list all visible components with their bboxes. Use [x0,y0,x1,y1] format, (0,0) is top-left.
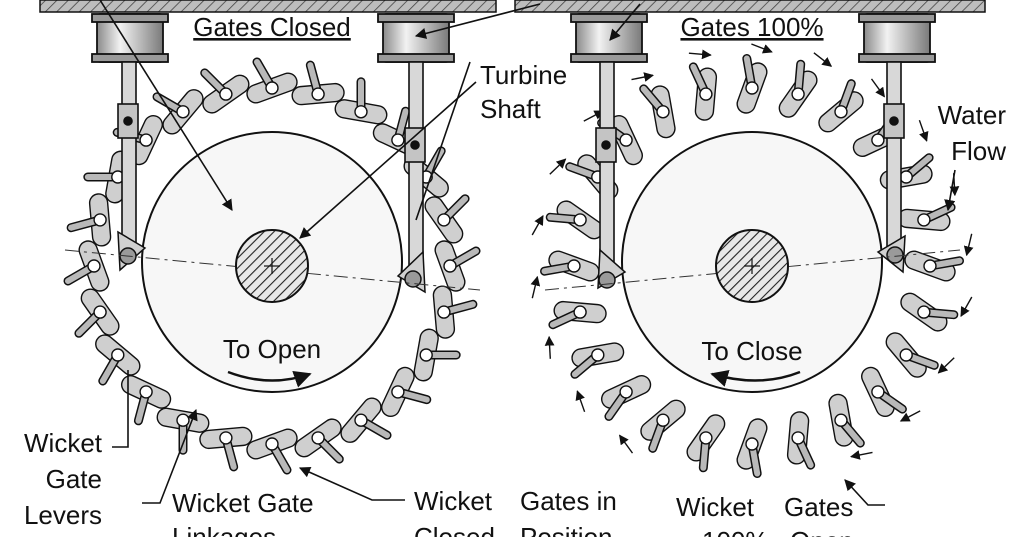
flow-arrow [751,43,773,54]
label-turbine: Turbine [480,60,567,90]
wicket-gate [381,366,432,418]
wicket-gate [434,240,481,292]
wicket-gate [246,428,298,475]
wicket-gate [199,426,253,472]
left-gate-ring [63,57,481,475]
turbine-shaft-left [235,229,309,303]
flow-arrow [544,335,555,359]
wicket-gate [861,366,907,418]
wicket-gate [63,240,110,292]
flow-arrow [937,357,955,374]
label-levers: Levers [24,500,102,530]
servomotor-cylinders [91,13,936,63]
title-gates-closed: Gates Closed [193,12,351,42]
flow-arrow [619,434,634,454]
wicket-gate [545,200,604,240]
label-gates-in: Gates in [520,486,617,516]
label-to-open: To Open [223,334,321,364]
wicket-gate [340,397,392,443]
label-flow: Flow [951,136,1006,166]
wicket-gate [200,68,250,114]
turbine-shaft-right [715,229,789,303]
flow-arrow [530,275,541,299]
wicket-gate [736,418,768,478]
label-linkages: Linkages [172,522,276,537]
flow-arrow [531,215,544,236]
label-open: Open [790,526,854,537]
wicket-gate [640,399,686,453]
wicket-gate [639,84,676,139]
label-position: Position [520,522,613,537]
wicket-gate [786,411,816,470]
wicket-gate [424,194,470,244]
wicket-gate [120,375,172,426]
wicket-gate [291,60,345,106]
to-close-arrow [710,370,801,387]
flow-arrow [631,72,654,82]
flow-arrow [960,296,973,317]
wicket-gate [688,62,718,121]
flow-arrow [688,49,712,60]
ceiling-left [39,0,497,13]
wicket-gate [897,202,956,232]
label-gates-b: Gates [784,492,853,522]
wicket-gate [900,292,959,332]
title-gates-open: Gates 100% [680,12,823,42]
wicket-gate [66,193,112,247]
flow-arrow [870,78,885,98]
label-wicket-gate: Wicket Gate [172,488,314,518]
wicket-gate [432,285,478,339]
wicket-gate [885,332,939,378]
wicket-gate [778,59,818,118]
piston-rods [117,61,905,277]
wicket-gate [294,418,344,464]
flow-arrow [963,233,974,257]
wicket-gate [152,89,204,135]
wicket-gate [828,393,865,448]
label-water: Water [938,100,1007,130]
label-wicket-c: Wicket [676,492,755,522]
wicket-gate [548,300,607,330]
wicket-gate [334,77,388,125]
flow-arrow [813,52,833,67]
flow-arrow [899,410,921,422]
label-closed: Closed [414,522,495,537]
ceiling-right [514,0,986,13]
label-wicket-b: Wicket [414,486,493,516]
wicket-gate [540,250,600,282]
wicket-gate [904,250,964,282]
to-open-arrow [227,370,312,388]
flow-arrow [850,450,873,460]
wicket-gate [74,288,120,338]
label-gate-a: Gate [46,464,102,494]
label-to-close: To Close [701,336,802,366]
label-100: 100% [702,526,769,537]
wicket-gate [413,328,461,382]
wicket-gate [95,334,141,386]
wicket-gate [818,79,864,133]
flow-arrow [575,390,586,413]
wicket-gate [570,342,625,379]
label-shaft: Shaft [480,94,541,124]
leader-lines [99,0,956,506]
label-wicket-a: Wicket [24,428,103,458]
wicket-gate [686,414,726,473]
wicket-gate [736,54,768,114]
flow-arrow [549,158,567,175]
wicket-gate [246,57,298,104]
flow-arrow [918,119,929,142]
labels: Gates Closed Gates 100% Turbine Shaft Wa… [24,12,1006,537]
wicket-gate [600,375,652,421]
